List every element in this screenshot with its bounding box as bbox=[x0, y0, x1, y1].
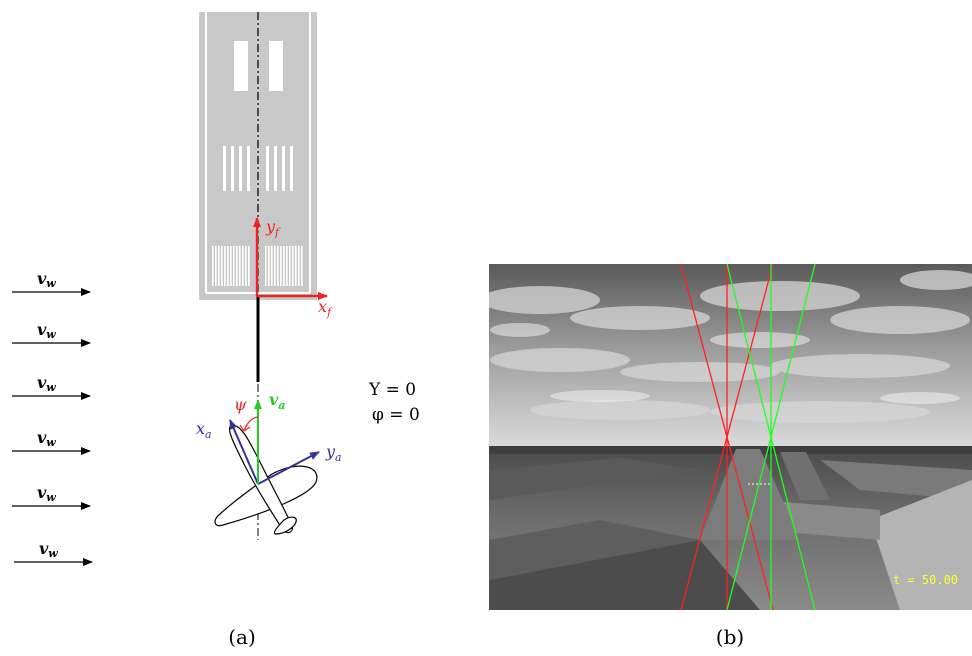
caption-b: (b) bbox=[716, 625, 744, 649]
svg-text:vw: vw bbox=[37, 269, 56, 290]
red-guidance-lines bbox=[680, 264, 774, 610]
svg-text:vw: vw bbox=[37, 373, 56, 394]
runway-frame-axes bbox=[253, 217, 328, 300]
xf-label: xf bbox=[318, 297, 333, 319]
psi-label: ψ bbox=[234, 395, 247, 414]
airplane-icon bbox=[214, 424, 318, 535]
caption-a: (a) bbox=[228, 625, 256, 649]
panel-b: t = 50.00 (b) bbox=[489, 264, 972, 649]
condition-y: Y = 0 bbox=[368, 380, 416, 400]
clouds bbox=[489, 270, 972, 423]
terrain bbox=[489, 446, 972, 610]
xa-label: xa bbox=[196, 419, 212, 441]
yf-label: yf bbox=[265, 217, 281, 239]
condition-phi: φ = 0 bbox=[372, 405, 420, 425]
svg-text:vw: vw bbox=[37, 483, 56, 504]
hud-time: t = 50.00 bbox=[893, 573, 958, 587]
runway-perspective bbox=[700, 449, 830, 540]
svg-text:vw: vw bbox=[39, 539, 58, 560]
svg-text:vw: vw bbox=[37, 428, 56, 449]
wind-labels: vw vw vw vw vw vw bbox=[37, 269, 58, 560]
wind-arrows bbox=[12, 288, 93, 566]
aircraft-axes bbox=[229, 399, 320, 485]
ya-label: ya bbox=[325, 442, 342, 464]
green-guidance-lines bbox=[726, 264, 816, 610]
va-label: va bbox=[269, 390, 285, 412]
svg-text:vw: vw bbox=[37, 320, 56, 341]
panel-a: yf xf vw vw vw vw vw vw bbox=[12, 12, 420, 649]
